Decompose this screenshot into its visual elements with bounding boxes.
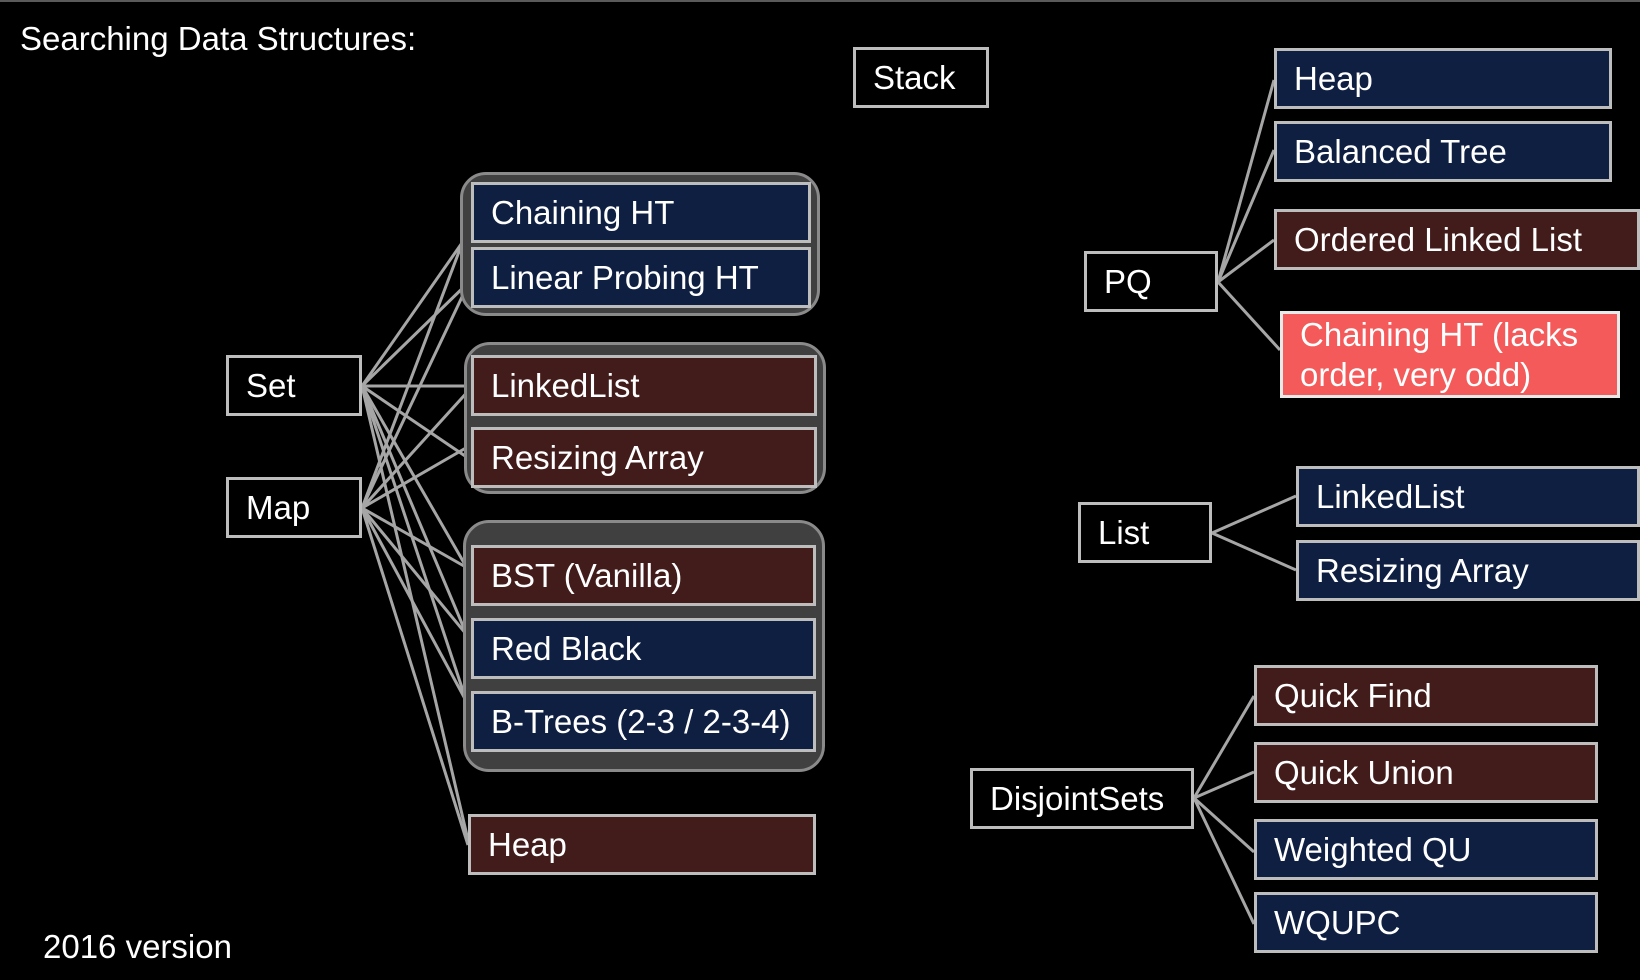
edge-ds-wqupc xyxy=(1192,797,1256,925)
version-note: 2016 version xyxy=(43,928,232,965)
edge-map-heap xyxy=(360,507,470,846)
pq-impl-heap[interactable]: Heap xyxy=(1274,48,1612,109)
edge-list-linkedlist xyxy=(1211,494,1297,535)
edge-set-linear-probing xyxy=(360,278,473,388)
edge-ds-quick-find xyxy=(1192,695,1256,799)
top-rule xyxy=(0,0,1640,2)
edge-set-red-black xyxy=(360,385,473,646)
edge-map-linkedlist xyxy=(360,386,473,510)
edge-map-chaining-ht xyxy=(360,219,473,509)
edge-pq-balanced-tree xyxy=(1216,149,1276,283)
disjoint-sets-node[interactable]: DisjointSets xyxy=(970,768,1194,829)
impl-linear-probing-ht[interactable]: Linear Probing HT xyxy=(471,247,811,308)
list-node[interactable]: List xyxy=(1078,502,1212,563)
edge-map-bst xyxy=(361,506,472,572)
edge-pq-chaining-ht xyxy=(1216,280,1282,352)
ds-impl-quick-find[interactable]: Quick Find xyxy=(1254,665,1598,726)
edge-set-resizing-array xyxy=(361,384,472,462)
pq-impl-ordered-linked-list[interactable]: Ordered Linked List xyxy=(1274,209,1640,270)
edge-pq-ordered-linked-list xyxy=(1217,238,1275,284)
edge-set-bst xyxy=(360,385,473,576)
edge-map-resizing-array xyxy=(361,443,472,510)
list-impl-linkedlist[interactable]: LinkedList xyxy=(1296,466,1640,527)
edge-pq-heap xyxy=(1216,79,1276,283)
edge-set-b-trees xyxy=(360,385,473,716)
edge-set-heap xyxy=(360,385,470,841)
impl-resizing-array[interactable]: Resizing Array xyxy=(471,427,817,488)
pq-node[interactable]: PQ xyxy=(1084,251,1218,312)
impl-bst-vanilla[interactable]: BST (Vanilla) xyxy=(471,545,816,606)
pq-impl-chaining-ht-odd[interactable]: Chaining HT (lacks order, very odd) xyxy=(1280,311,1620,398)
edge-list-resizing-array xyxy=(1211,531,1297,572)
edge-map-b-trees xyxy=(360,507,473,711)
ds-impl-weighted-qu[interactable]: Weighted QU xyxy=(1254,819,1598,880)
impl-b-trees[interactable]: B-Trees (2-3 / 2-3-4) xyxy=(471,691,816,752)
impl-chaining-ht[interactable]: Chaining HT xyxy=(471,182,811,243)
stack-node[interactable]: Stack xyxy=(853,47,989,108)
map-node[interactable]: Map xyxy=(226,477,362,538)
ds-impl-wqupc[interactable]: WQUPC xyxy=(1254,892,1598,953)
page-title: Searching Data Structures: xyxy=(20,20,417,57)
edge-set-chaining-ht xyxy=(360,229,473,387)
pq-impl-balanced-tree[interactable]: Balanced Tree xyxy=(1274,121,1612,182)
edge-map-red-black xyxy=(360,507,473,641)
set-node[interactable]: Set xyxy=(226,355,362,416)
list-impl-resizing-array[interactable]: Resizing Array xyxy=(1296,540,1640,601)
ds-impl-quick-union[interactable]: Quick Union xyxy=(1254,742,1598,803)
edge-ds-weighted-qu xyxy=(1192,796,1256,854)
impl-linkedlist[interactable]: LinkedList xyxy=(471,355,817,416)
edge-map-linear-probing xyxy=(360,277,473,509)
impl-heap[interactable]: Heap xyxy=(468,814,816,875)
edge-ds-quick-union xyxy=(1193,770,1255,800)
impl-red-black[interactable]: Red Black xyxy=(471,618,816,679)
